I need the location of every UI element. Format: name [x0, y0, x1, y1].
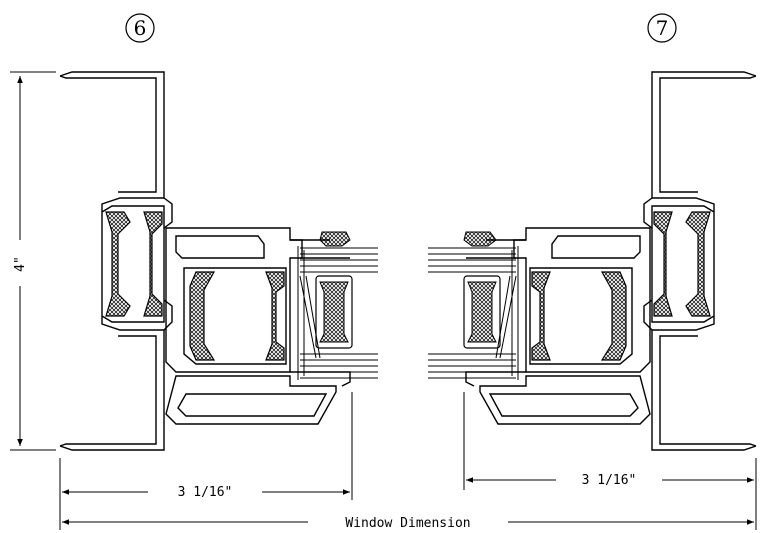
- left-glazing-unit: [297, 231, 378, 380]
- overall-dimension-label: Window Dimension: [345, 516, 470, 531]
- callout-right-number: 7: [656, 16, 669, 40]
- callout-right: 7: [647, 13, 677, 43]
- callout-left-number: 6: [134, 16, 147, 40]
- right-thermal-break: [531, 211, 711, 361]
- height-dimension-label: 4": [13, 256, 28, 272]
- height-dimension: [10, 71, 56, 451]
- left-width-label: 3 1/16": [178, 485, 233, 500]
- right-width-dimension: [463, 392, 757, 530]
- right-width-label: 3 1/16": [582, 473, 637, 488]
- callout-left: 6: [125, 13, 155, 43]
- right-glazing-unit: [428, 231, 519, 380]
- left-frame-profile: [59, 71, 351, 451]
- right-frame-profile: [465, 71, 757, 451]
- left-width-dimension: [59, 392, 353, 530]
- left-thermal-break: [105, 211, 285, 361]
